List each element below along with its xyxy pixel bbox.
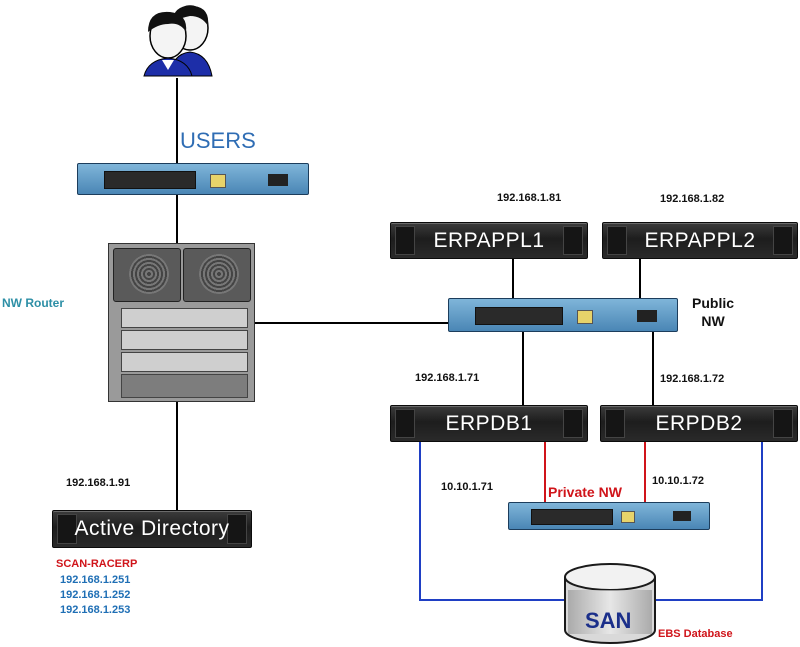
ip-erpappl1: 192.168.1.81 — [497, 192, 562, 204]
server-name-erpappl1: ERPAPPL1 — [433, 228, 545, 252]
private-switch — [508, 502, 710, 530]
ip-active-directory: 192.168.1.91 — [66, 477, 131, 489]
san-label: SAN — [585, 608, 632, 633]
scan-ip-2: 192.168.1.252 — [60, 589, 131, 601]
ip-erpdb1-private: 10.10.1.71 — [441, 481, 493, 493]
server-erpappl1: ERPAPPL1 — [390, 222, 588, 259]
nw-router-label: NW Router — [2, 296, 64, 310]
link-erpdb1-san — [419, 440, 565, 601]
server-erpdb2: ERPDB2 — [600, 405, 798, 442]
users-label: USERS — [180, 128, 256, 153]
ip-erpdb2-public: 192.168.1.72 — [660, 373, 725, 385]
scan-ip-3: 192.168.1.253 — [60, 604, 131, 616]
san-cylinder — [564, 563, 656, 644]
public-nw-label: Public NW — [692, 295, 735, 329]
private-nw-label: Private NW — [548, 484, 622, 500]
scan-title: SCAN-RACERP — [56, 558, 138, 570]
nw-router — [108, 243, 255, 402]
users-switch — [77, 163, 309, 195]
users-icon — [143, 5, 213, 77]
server-name-erpdb1: ERPDB1 — [445, 411, 533, 435]
public-switch — [448, 298, 678, 332]
ebs-database-label: EBS Database — [658, 628, 733, 640]
ip-erpappl2: 192.168.1.82 — [660, 193, 725, 205]
server-erpappl2: ERPAPPL2 — [602, 222, 798, 259]
server-erpdb1: ERPDB1 — [390, 405, 588, 442]
link-erpdb2-san — [655, 440, 763, 601]
server-name-erpappl2: ERPAPPL2 — [644, 228, 756, 252]
server-active-directory: Active Directory — [52, 510, 252, 548]
server-name-erpdb2: ERPDB2 — [655, 411, 743, 435]
ip-erpdb2-private: 10.10.1.72 — [652, 475, 704, 487]
ip-erpdb1-public: 192.168.1.71 — [415, 372, 480, 384]
server-name-active-directory: Active Directory — [74, 517, 230, 540]
scan-ip-1: 192.168.1.251 — [60, 574, 131, 586]
